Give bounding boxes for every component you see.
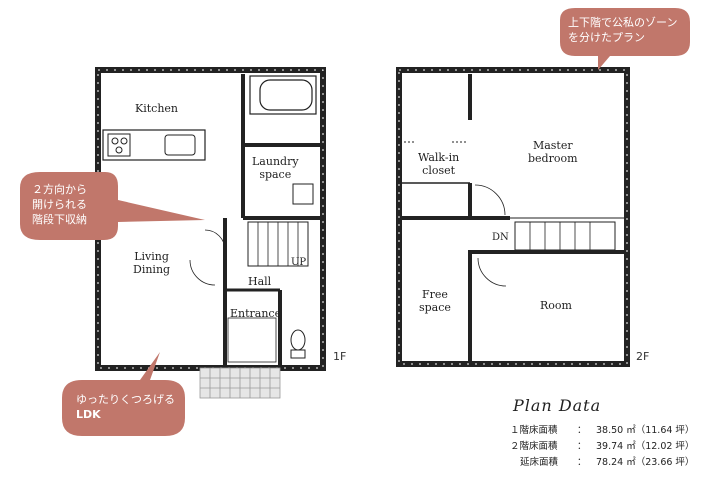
plan-data-value: 38.50 ㎡（11.64 坪） (596, 425, 695, 436)
room-living: Living Dining (133, 250, 170, 276)
kitchen-counter (102, 129, 206, 161)
wall-hatch-2f (398, 69, 628, 365)
washer (292, 183, 314, 205)
room-master-line2: bedroom (528, 152, 578, 165)
stair-up-label: UP (291, 257, 307, 268)
plan-data-sep: ： (577, 425, 587, 436)
plan-data-sep: ： (577, 457, 587, 468)
bubble-top-right-text: 上下階で公私のゾーン を分けたプラン (568, 15, 677, 45)
bubble-left-bottom-line2: LDK (76, 408, 101, 421)
room-master: Master bedroom (528, 139, 578, 165)
room-laundry: Laundry space (252, 155, 299, 181)
plan-data-label: ２階床面積 (510, 441, 558, 452)
room-hall: Hall (248, 275, 272, 288)
porch-tiles (199, 367, 281, 399)
entrance-floor (227, 317, 277, 363)
bubble-left-bottom (62, 352, 185, 436)
bubbles (20, 8, 690, 436)
bubble-left-mid-line3: 階段下収納 (32, 213, 87, 226)
bubble-left-bottom-text: ゆったりくつろげる LDK (76, 392, 175, 422)
second-floor-plan (396, 67, 630, 367)
toilet (290, 329, 306, 351)
floor-tag-2f: 2F (636, 350, 650, 363)
room-walkin-line1: Walk-in (418, 151, 460, 164)
room-walkin: Walk-in closet (418, 151, 459, 177)
plan-data-value: 78.24 ㎡（23.66 坪） (596, 457, 695, 468)
bubble-top-right (560, 8, 690, 70)
room-entrance: Entrance (230, 307, 282, 320)
room-master-line1: Master (532, 139, 573, 152)
bubble-left-mid-text: ２方向から 開けられる 階段下収納 (32, 182, 87, 227)
stove (107, 133, 131, 157)
plan-data-label: 延床面積 (520, 457, 559, 468)
bubble-left-bottom-line1: ゆったりくつろげる (76, 393, 175, 406)
room-room: Room (540, 299, 572, 312)
room-living-line2: Dining (133, 263, 171, 276)
room-laundry-line2: space (259, 168, 292, 181)
plan-data-value: 39.74 ㎡（12.02 坪） (596, 441, 695, 452)
room-free: Free space (419, 288, 451, 314)
plan-data-label: １階床面積 (510, 425, 558, 436)
bubble-left-mid (20, 172, 205, 240)
bathtub (259, 79, 313, 111)
plan-data-sep: ： (577, 441, 587, 452)
kitchen-sink (164, 134, 196, 156)
bubble-left-mid-line1: ２方向から (32, 183, 87, 196)
bubble-top-right-line1: 上下階で公私のゾーン (568, 16, 678, 29)
first-floor-plan (95, 67, 326, 399)
room-kitchen: Kitchen (135, 102, 178, 115)
floor-tag-1f: 1F (333, 350, 347, 363)
room-laundry-line1: Laundry (252, 155, 299, 168)
room-living-line1: Living (134, 250, 169, 263)
room-walkin-line2: closet (422, 164, 456, 177)
stair-2f (514, 221, 616, 251)
bubble-top-right-line2: を分けたプラン (568, 31, 645, 44)
bubble-left-mid-line2: 開けられる (32, 198, 87, 211)
room-free-line1: Free (422, 288, 448, 301)
stair-dn-label: DN (492, 232, 509, 243)
bathroom (249, 75, 317, 115)
room-free-line2: space (419, 301, 451, 314)
plan-data-title: Plan Data (513, 396, 602, 415)
